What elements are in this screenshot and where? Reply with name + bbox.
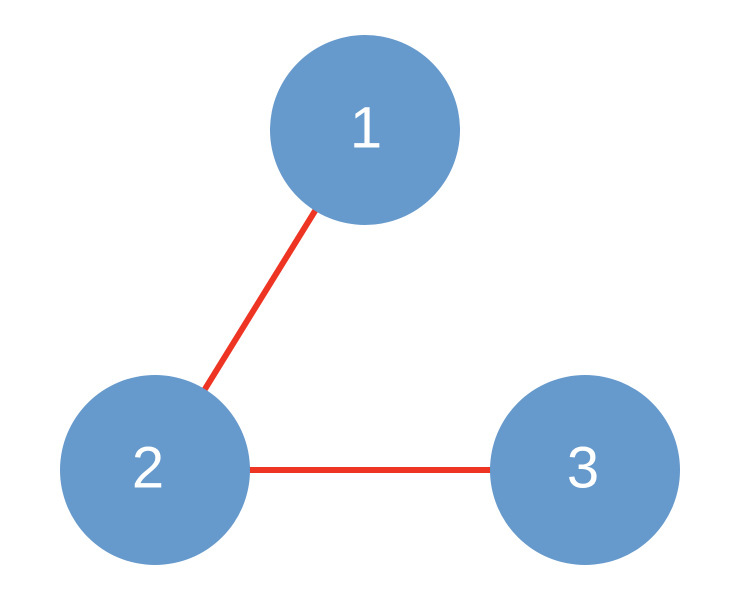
- node-3-circle[interactable]: [490, 375, 680, 565]
- node-3-label: 3: [567, 435, 599, 500]
- node-2-label: 2: [132, 435, 164, 500]
- node-2-circle[interactable]: [60, 375, 250, 565]
- node-1-label: 1: [350, 95, 382, 160]
- node-1-circle[interactable]: [270, 35, 460, 225]
- node-2[interactable]: 2: [60, 375, 250, 565]
- node-1[interactable]: 1: [270, 35, 460, 225]
- node-3[interactable]: 3: [490, 375, 680, 565]
- node-layer: 1 2 3: [60, 35, 680, 565]
